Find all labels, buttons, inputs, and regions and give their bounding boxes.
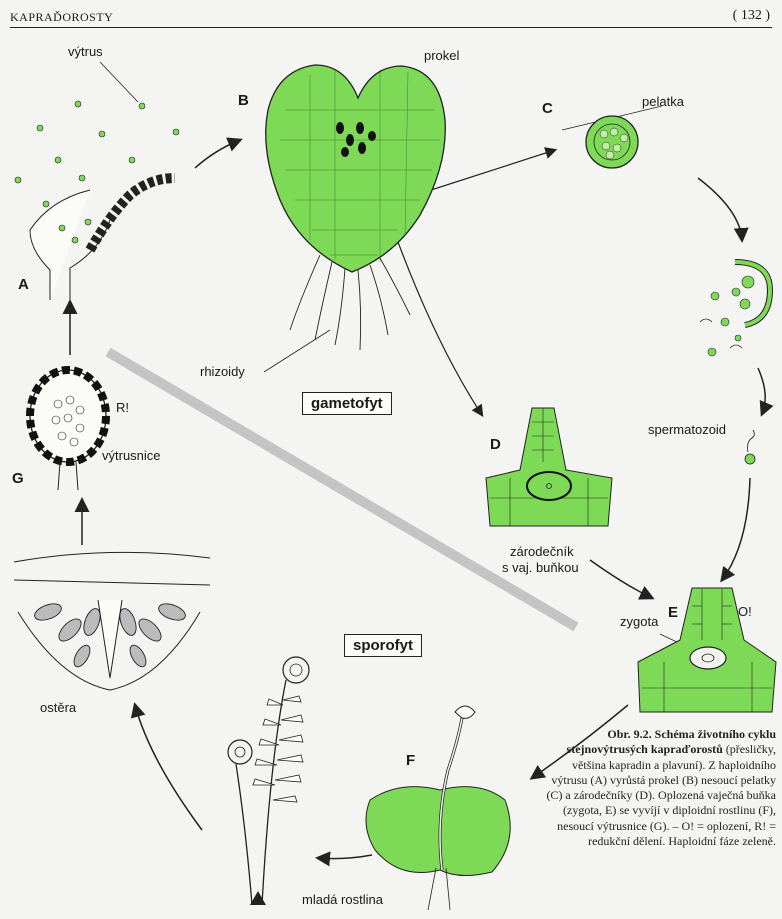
caption-body: (přesličky, většina kapradin a plavuní).… <box>546 742 776 848</box>
sorus-with-indusium-drawing <box>14 552 210 690</box>
label-antheridium: pelatka <box>642 94 684 109</box>
stage-letter-a: A <box>18 276 29 293</box>
arrow-c-down <box>698 178 742 240</box>
label-fertilization-mark: O! <box>738 604 752 619</box>
stage-letter-f: F <box>406 752 415 769</box>
phase-gametophyte-box: gametofyt <box>302 392 392 415</box>
stage-d-archegonium <box>486 408 612 526</box>
stage-f-young-sporophyte <box>366 706 510 910</box>
arrow-a-to-b <box>195 140 240 168</box>
stage-e-zygote <box>638 588 776 712</box>
label-spore: výtrus <box>68 44 103 59</box>
phase-sporophyte-box: sporofyt <box>344 634 422 657</box>
arrow-plant-to-sorus <box>135 705 202 830</box>
label-indusium: ostěra <box>40 700 76 715</box>
young-fern-plant-drawing <box>228 657 309 905</box>
label-meiosis-mark: R! <box>116 400 129 415</box>
figure-caption: Obr. 9.2. Schéma životního cyklu stejnov… <box>536 727 776 849</box>
arrow-f-to-plant <box>318 855 372 859</box>
stage-letter-c: C <box>542 100 553 117</box>
label-archegonium-line1: zárodečník <box>510 544 574 559</box>
stage-letter-g: G <box>12 470 24 487</box>
label-rhizoids: rhizoidy <box>200 364 245 379</box>
stage-letter-e: E <box>668 604 678 621</box>
stage-letter-d: D <box>490 436 501 453</box>
stage-c-antheridium <box>586 116 638 168</box>
label-sperm: spermatozoid <box>648 422 726 437</box>
stage-g-sporangium <box>30 370 106 490</box>
stage-a-drawing <box>15 101 179 300</box>
label-sporangium: výtrusnice <box>102 448 161 463</box>
stage-letter-b: B <box>238 92 249 109</box>
arrow-d-to-e <box>590 560 652 598</box>
stage-b-prothallus <box>266 65 446 350</box>
label-young-plant: mladá rostlina <box>302 892 383 907</box>
label-zygote: zygota <box>620 614 658 629</box>
label-archegonium-line2: s vaj. buňkou <box>502 560 579 575</box>
label-prothallus: prokel <box>424 48 459 63</box>
arrow-sperm-down <box>758 368 765 414</box>
arrow-sperm-to-e <box>722 478 750 580</box>
